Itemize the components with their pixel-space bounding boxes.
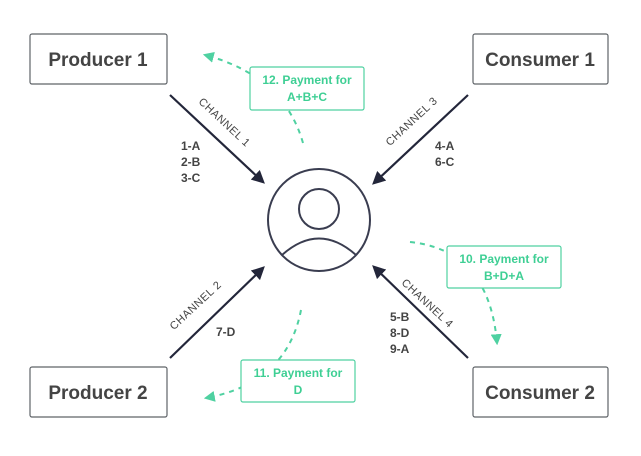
consumer-1-label: Consumer 1 <box>485 50 595 71</box>
packet-label: 3-C <box>181 171 201 185</box>
user-avatar-icon <box>267 168 371 272</box>
packet-label: 9-A <box>390 342 410 356</box>
consumer-2-label: Consumer 2 <box>485 383 595 404</box>
consumer-1-node: Consumer 1 <box>472 33 609 85</box>
producer-1-label: Producer 1 <box>48 50 148 71</box>
packet-label: 8-D <box>390 326 410 340</box>
producer-1-node: Producer 1 <box>29 33 168 85</box>
channel-4-arrow <box>372 265 469 359</box>
channel-1-label: CHANNEL 1 <box>196 96 252 150</box>
payment-12-box: 12. Payment for A+B+C <box>249 66 365 111</box>
channel-3-packets: 4-A 6-C <box>435 139 455 169</box>
channel-1-arrow <box>169 94 265 184</box>
packet-label: 2-B <box>181 155 201 169</box>
packet-label: 1-A <box>181 139 201 153</box>
producer-2-label: Producer 2 <box>48 383 147 404</box>
channel-1-packets: 1-A 2-B 3-C <box>181 139 201 185</box>
packet-label: 4-A <box>435 139 455 153</box>
payment-10-line1: 10. Payment for <box>459 252 549 266</box>
payment-10-box: 10. Payment for B+D+A <box>446 245 562 289</box>
payment-11-line2: D <box>294 383 303 397</box>
payment-11-box: 11. Payment for D <box>240 359 356 403</box>
payment-12-line1: 12. Payment for <box>262 73 352 87</box>
channel-4-packets: 5-B 8-D 9-A <box>390 310 410 356</box>
channel-2-arrow <box>169 266 265 359</box>
channel-3-arrow <box>372 94 469 185</box>
packet-label: 7-D <box>216 325 236 339</box>
payment-12-flow <box>202 51 304 144</box>
packet-label: 5-B <box>390 310 410 324</box>
packet-label: 6-C <box>435 155 455 169</box>
payment-11-line1: 11. Payment for <box>254 366 343 380</box>
payment-12-line2: A+B+C <box>287 90 327 104</box>
producer-2-node: Producer 2 <box>29 366 168 418</box>
channel-3-label: CHANNEL 3 <box>384 95 440 149</box>
payment-11-flow <box>203 309 302 402</box>
payment-10-line2: B+D+A <box>484 269 524 283</box>
channel-2-packets: 7-D <box>216 325 236 339</box>
consumer-2-node: Consumer 2 <box>472 366 609 418</box>
